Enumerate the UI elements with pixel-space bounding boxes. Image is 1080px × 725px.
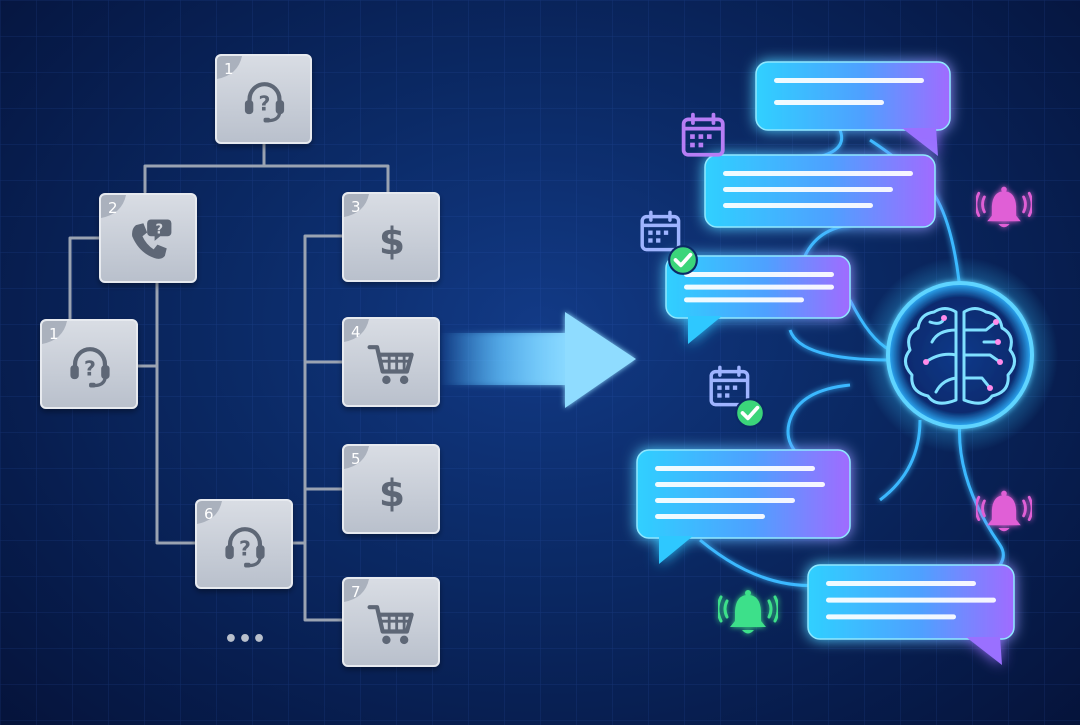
tree-node-number: 5 xyxy=(351,450,361,468)
brain-circuit-nodes xyxy=(923,315,1003,391)
tree-node-n-6: 6 xyxy=(195,499,293,589)
chat-bubble xyxy=(755,61,951,156)
brain-hub xyxy=(862,257,1058,453)
tree-node-n-2: 2 xyxy=(99,193,197,283)
bubble-text-line xyxy=(655,466,815,471)
bubble-text-line xyxy=(655,514,765,519)
tree-node-number: 7 xyxy=(351,583,361,601)
chat-bubble xyxy=(636,449,851,564)
bubble-text-line xyxy=(655,498,795,503)
bubble-text-line xyxy=(826,614,956,620)
tree-nodes: 1 2 3 1 4 5 6 7 xyxy=(40,54,440,667)
bubble-text-line xyxy=(655,482,825,487)
bubble-text-line xyxy=(774,100,884,105)
tree-node-n-root: 1 xyxy=(215,54,312,144)
bubble-text-line xyxy=(723,203,873,208)
dollar-icon xyxy=(379,218,405,263)
brain-circuit-icon xyxy=(904,307,1016,405)
tree-node-number: 1 xyxy=(49,325,59,343)
more-indicator: ••• xyxy=(224,627,266,652)
dollar-icon xyxy=(379,470,405,515)
bubble-text-line xyxy=(826,597,996,603)
tree-node-number: 3 xyxy=(351,198,361,216)
tree-node-n-4: 4 xyxy=(342,317,440,407)
tree-node-number: 2 xyxy=(108,199,118,217)
arrow-right-icon xyxy=(440,312,636,408)
bubble-text-line xyxy=(723,187,893,192)
tree-node-n-5: 5 xyxy=(342,444,440,534)
bubble-text-line xyxy=(684,284,834,290)
tree-node-number: 4 xyxy=(351,323,361,341)
bubble-text-line xyxy=(684,272,834,277)
bubble-text-line xyxy=(774,78,924,83)
tree-node-n-1b: 1 xyxy=(40,319,138,409)
tree-node-n-3: 3 xyxy=(342,192,440,282)
bubble-text-line xyxy=(826,581,976,586)
tree-node-number: 1 xyxy=(224,60,234,78)
bubble-text-line xyxy=(684,297,804,303)
tree-node-number: 6 xyxy=(204,505,214,523)
chat-bubble xyxy=(807,564,1015,665)
chat-bubble xyxy=(704,154,936,228)
chat-bubble xyxy=(665,255,851,344)
bubble-text-line xyxy=(723,171,913,176)
tree-node-n-7: 7 xyxy=(342,577,440,667)
chat-bubbles xyxy=(636,61,1015,665)
tree-connectors xyxy=(68,141,390,622)
